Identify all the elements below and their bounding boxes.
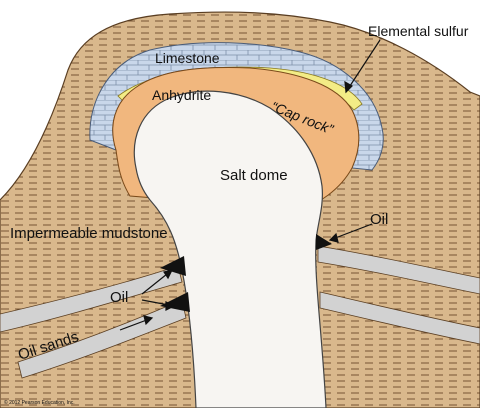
label-impermeable-mudstone: Impermeable mudstone [10, 225, 168, 242]
pointer-arrows [119, 39, 381, 331]
label-limestone: Limestone [155, 50, 220, 66]
oil-sand-band-lower-left [17, 299, 187, 379]
oil-trap-right [316, 234, 332, 250]
oil-sand-band-upper-left [0, 265, 183, 333]
oil-sand-band-right-upper [317, 245, 480, 295]
label-oil-right: Oil [370, 211, 388, 228]
salt-dome [133, 90, 327, 408]
label-anhydrite: Anhydrite [152, 87, 211, 103]
label-oil-left: Oil [110, 289, 128, 306]
oil-trap-left-upper [160, 256, 186, 276]
label-elemental-sulfur: Elemental sulfur [368, 23, 469, 39]
oil-sand-band-right-lower [319, 291, 480, 345]
copyright-notice: © 2012 Pearson Education, Inc. [4, 399, 75, 406]
label-salt-dome: Salt dome [220, 167, 288, 184]
